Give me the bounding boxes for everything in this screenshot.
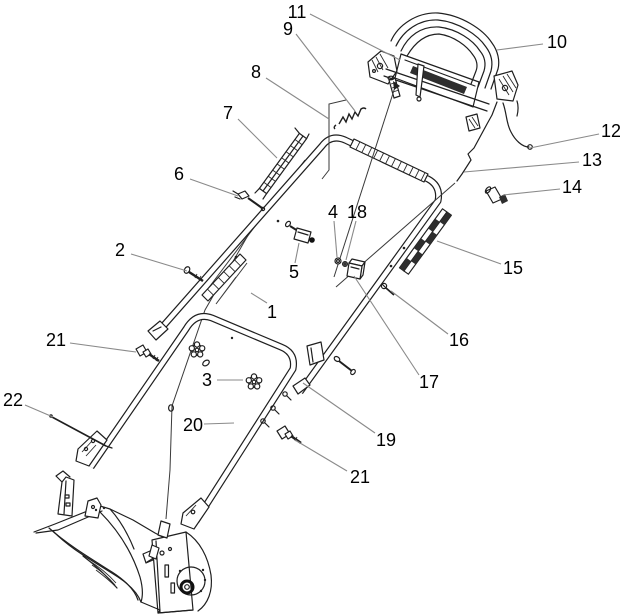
pad-mount-band bbox=[201, 253, 248, 305]
callout-label-5: 5 bbox=[289, 262, 299, 282]
callout-label-8: 8 bbox=[251, 62, 261, 82]
callout-leader-11 bbox=[309, 13, 401, 61]
deck-housing bbox=[33, 470, 213, 614]
bolt-21-right bbox=[276, 425, 302, 445]
callout-leader-1 bbox=[250, 292, 268, 304]
cable-clamp-5 bbox=[284, 220, 315, 244]
clamp-block-17 bbox=[346, 258, 366, 280]
callout-leader-14 bbox=[502, 188, 561, 196]
callout-label-2: 2 bbox=[115, 240, 125, 260]
callout-leader-17 bbox=[353, 275, 420, 376]
bolt-2 bbox=[183, 266, 204, 283]
callout-leader-22 bbox=[24, 404, 54, 418]
callout-label-11: 11 bbox=[288, 2, 307, 22]
cable-ferrule bbox=[484, 186, 508, 204]
callout-label-12: 12 bbox=[601, 121, 620, 141]
bail-handle-assembly bbox=[367, 12, 519, 132]
nut-4 bbox=[334, 257, 342, 265]
screw-lower bbox=[333, 355, 356, 376]
grip-hatch-band bbox=[349, 138, 429, 183]
callout-label-3: 3 bbox=[202, 370, 212, 390]
callout-leader-12 bbox=[529, 133, 600, 149]
callout-label-18: 18 bbox=[347, 202, 367, 222]
callout-label-21a: 21 bbox=[46, 330, 66, 350]
callout-label-9: 9 bbox=[283, 19, 293, 39]
callout-label-22: 22 bbox=[3, 390, 23, 410]
callout-leader-21b bbox=[294, 439, 348, 472]
callout-leader-10 bbox=[496, 43, 544, 51]
grip-pad-right bbox=[398, 208, 452, 275]
bolt-21-left bbox=[135, 344, 160, 363]
callout-leader-13 bbox=[463, 161, 580, 173]
upper-handle-tube bbox=[147, 99, 442, 395]
callout-leader-2 bbox=[130, 253, 188, 272]
callout-leader-5 bbox=[294, 242, 300, 264]
callout-label-20: 20 bbox=[183, 415, 203, 435]
lower-handle-tube bbox=[75, 312, 297, 530]
brake-cable bbox=[146, 159, 306, 563]
spring bbox=[333, 107, 367, 130]
callout-leader-18 bbox=[345, 220, 357, 261]
callout-leader-15 bbox=[436, 240, 502, 265]
callout-leader-6 bbox=[189, 178, 239, 197]
callout-label-13: 13 bbox=[582, 150, 602, 170]
callout-label-19: 19 bbox=[376, 430, 396, 450]
callout-label-15: 15 bbox=[503, 258, 523, 278]
screw-16 bbox=[380, 282, 395, 296]
callout-leader-21a bbox=[69, 342, 137, 353]
callout-leader-9 bbox=[295, 33, 356, 112]
brake-rod-z bbox=[456, 101, 498, 182]
callout-label-10: 10 bbox=[547, 32, 567, 52]
callout-label-21b: 21 bbox=[350, 467, 370, 487]
callout-label-4: 4 bbox=[328, 202, 338, 222]
star-knob-3 bbox=[245, 373, 263, 390]
callout-label-1: 1 bbox=[267, 302, 277, 322]
callout-leader-7 bbox=[237, 118, 278, 159]
callout-leader-19 bbox=[302, 382, 376, 434]
grip-pad-left bbox=[254, 127, 310, 200]
leg-screws bbox=[260, 391, 292, 428]
cable-clevis-6 bbox=[232, 190, 266, 212]
callout-leader-20 bbox=[203, 422, 235, 425]
handle-bracket-19 bbox=[306, 341, 325, 366]
callout-label-16: 16 bbox=[449, 330, 469, 350]
callout-label-17: 17 bbox=[419, 372, 439, 392]
callout-label-7: 7 bbox=[223, 103, 233, 123]
callout-leader-8 bbox=[265, 77, 330, 120]
callout-layer: 119 10 8 7 12 13 6 14 4 18 2 15 51 16 21 17 3 22 20 19 21 bbox=[3, 2, 620, 487]
callout-leader-4 bbox=[333, 220, 338, 258]
callout-label-14: 14 bbox=[562, 177, 582, 197]
washer-18 bbox=[342, 261, 349, 268]
callout-label-6: 6 bbox=[174, 164, 184, 184]
callout-leader-16 bbox=[390, 290, 449, 335]
star-knob-upper bbox=[188, 341, 210, 367]
